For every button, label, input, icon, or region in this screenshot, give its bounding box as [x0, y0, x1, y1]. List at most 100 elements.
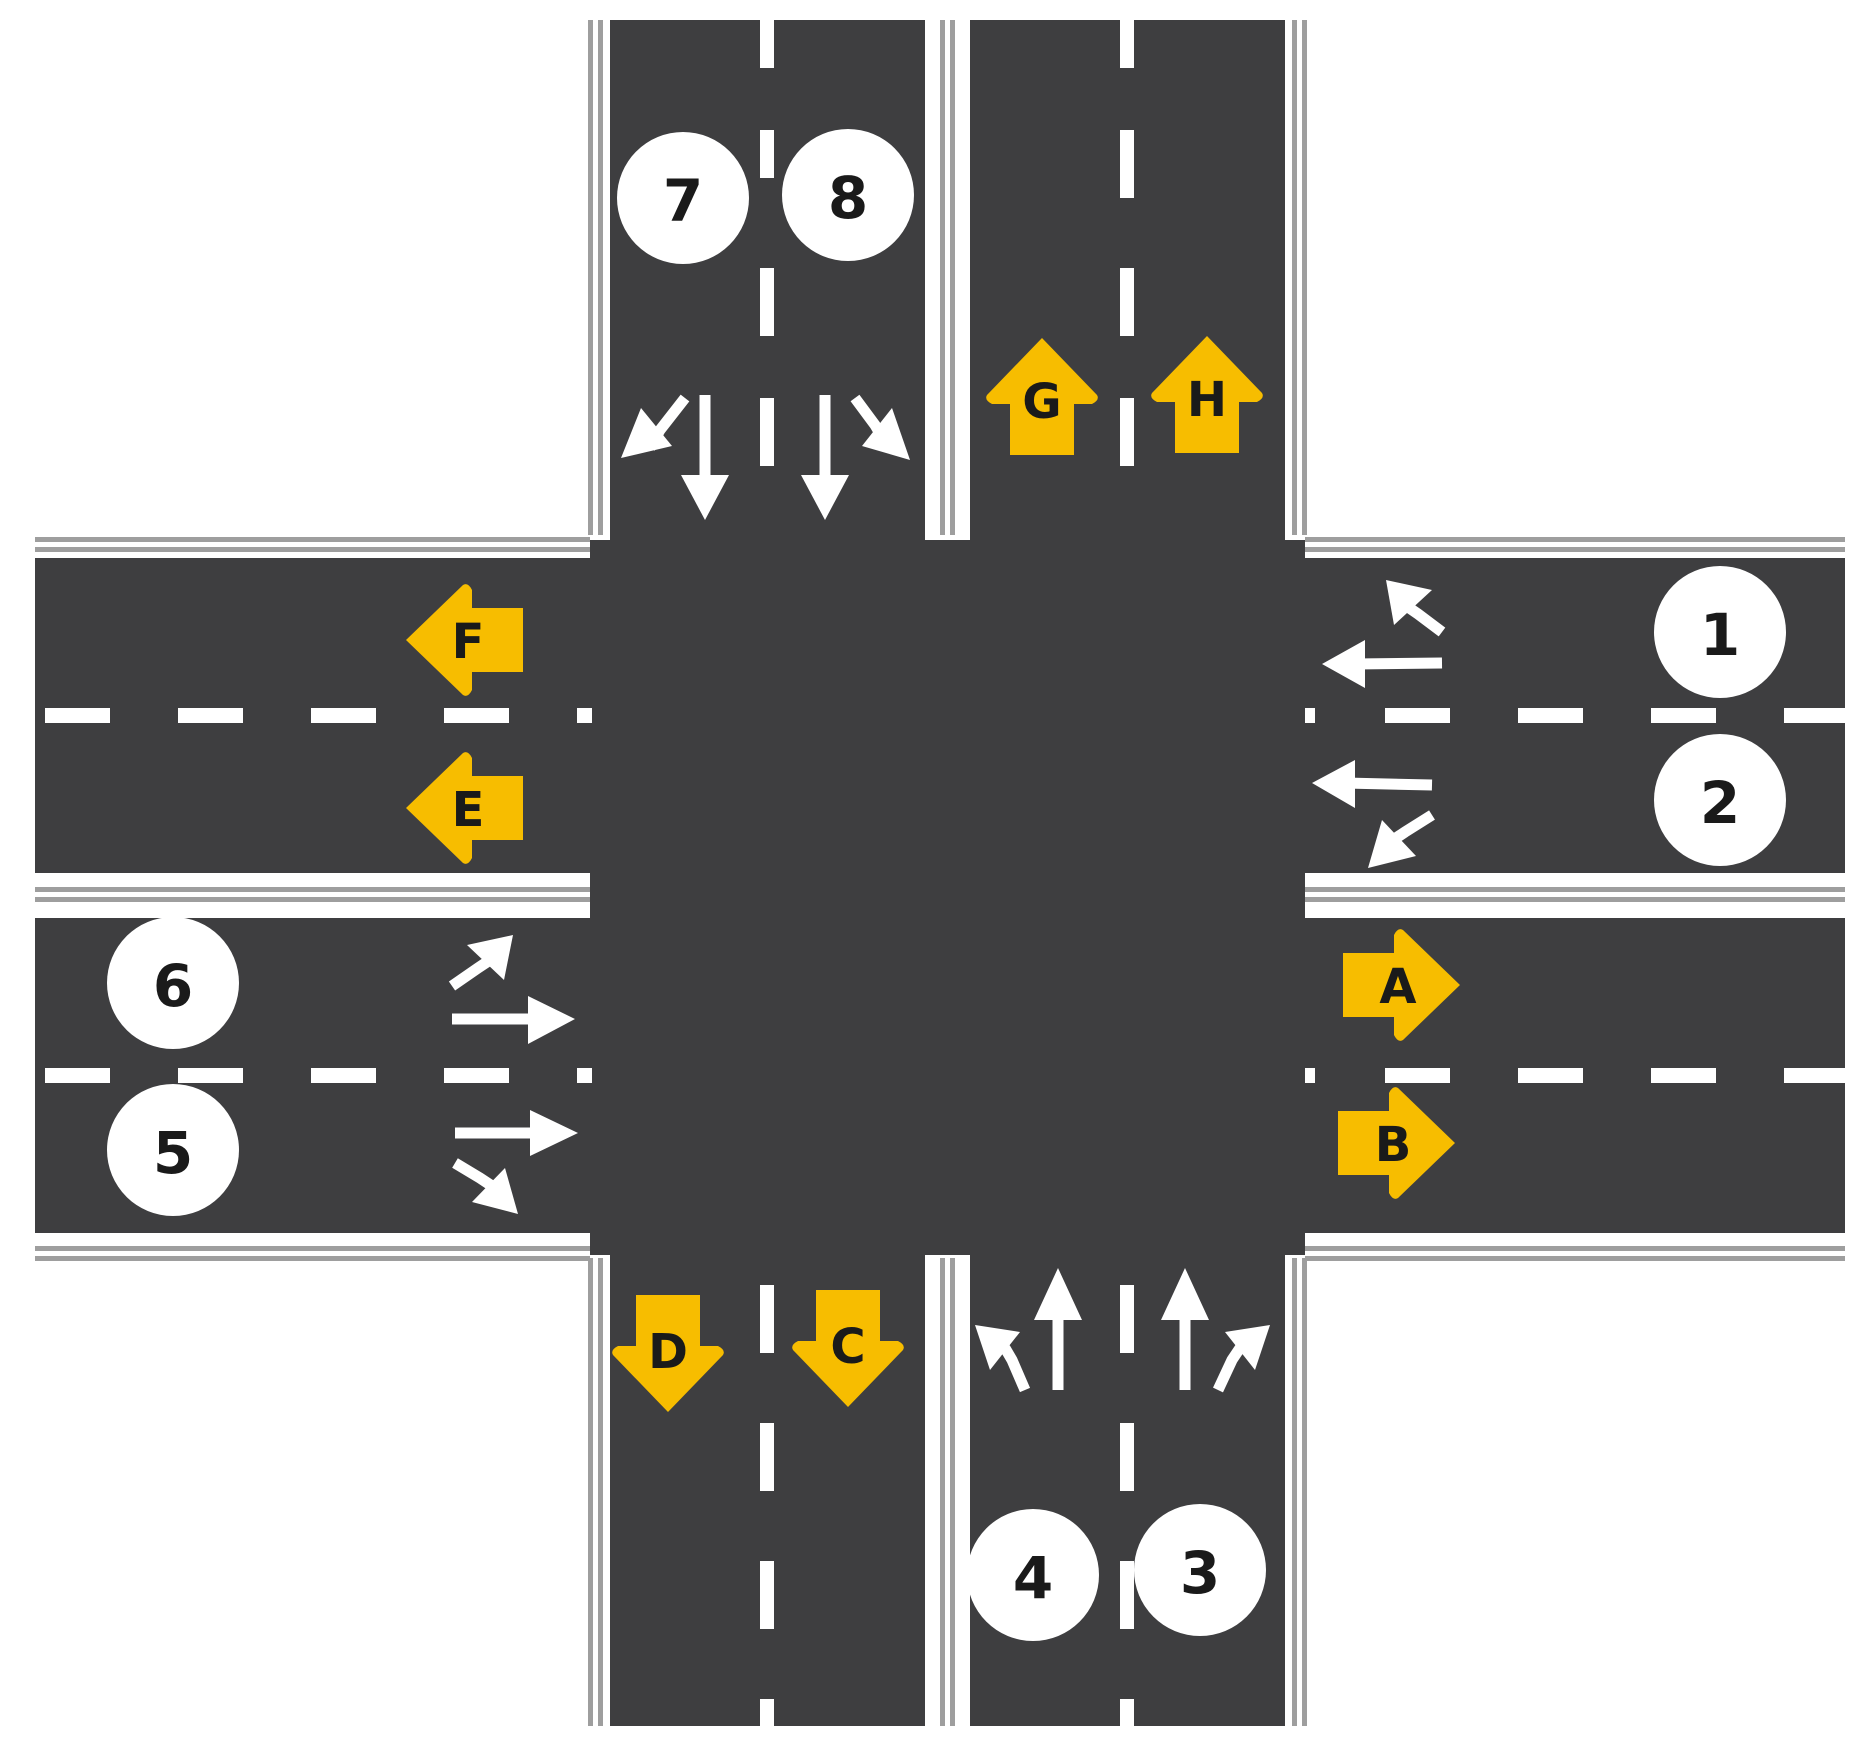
exit-arrow-b: B — [1338, 1087, 1455, 1199]
approach-marker-circle — [1654, 566, 1786, 698]
curb — [1305, 547, 1845, 552]
lane-dash — [760, 20, 774, 68]
lane-dash — [1120, 130, 1134, 198]
lane-dash — [444, 708, 509, 723]
approach-marker-label: 3 — [1180, 1539, 1220, 1607]
exit-arrow-label: C — [830, 1319, 865, 1375]
approach-marker-circle — [967, 1509, 1099, 1641]
west-south-lane-divider — [45, 1068, 592, 1083]
curb — [598, 1258, 603, 1726]
approach-marker-circle — [107, 917, 239, 1049]
curb — [1305, 897, 1845, 902]
curb — [35, 1256, 590, 1261]
approach-markers: 1 2 3 4 5 6 7 8 — [107, 129, 1786, 1641]
approach-marker-2: 2 — [1654, 734, 1786, 866]
lane-dash — [1120, 1423, 1134, 1491]
curb — [35, 537, 590, 542]
east-south-lane-divider — [1305, 1068, 1845, 1083]
west-north-lane-divider — [45, 708, 592, 723]
approach-marker-label: 2 — [1700, 769, 1740, 837]
exit-arrow-shape — [792, 1290, 904, 1407]
lane-3-right-turn-arrow — [1213, 1325, 1270, 1393]
exit-arrow-h: H — [1151, 336, 1263, 453]
approach-marker-label: 7 — [663, 167, 703, 235]
lane-3-through-arrow — [1161, 1268, 1209, 1390]
curb — [1292, 20, 1297, 535]
lane-dash — [1784, 708, 1845, 723]
curb — [1305, 1256, 1845, 1261]
approach-marker-label: 1 — [1700, 601, 1740, 669]
lane-dash — [1784, 1068, 1845, 1083]
lane-dash — [1518, 1068, 1583, 1083]
lane-dash — [760, 1561, 774, 1629]
lane-dash — [178, 1068, 243, 1083]
lane-4-left-turn-arrow — [975, 1325, 1031, 1393]
exit-arrow-shape — [612, 1295, 724, 1412]
exit-arrow-shape — [406, 752, 523, 864]
approach-marker-6: 6 — [107, 917, 239, 1049]
lane-dash — [444, 1068, 509, 1083]
curb — [588, 20, 593, 535]
lane-dash — [760, 1699, 774, 1726]
approach-marker-circle — [1654, 734, 1786, 866]
south-west-lane-divider — [760, 1285, 774, 1726]
lane-8-through-arrow — [801, 395, 849, 520]
lane-dash — [760, 268, 774, 336]
lane-2-right-turn-arrow — [1368, 810, 1435, 868]
lane-1-left-turn-arrow — [1386, 580, 1446, 637]
exit-arrow-label: B — [1375, 1117, 1412, 1173]
lane-6-left-turn-arrow — [448, 935, 513, 991]
lane-7-through-arrow — [681, 395, 729, 520]
exit-arrow-e: E — [406, 752, 523, 864]
lane-dash — [760, 1285, 774, 1353]
curb — [1305, 887, 1845, 892]
curb — [940, 20, 945, 535]
approach-marker-5: 5 — [107, 1084, 239, 1216]
lane-dash — [311, 708, 376, 723]
curb — [950, 20, 955, 535]
approach-marker-circle — [1134, 1504, 1266, 1636]
approach-marker-circle — [617, 132, 749, 264]
curb — [35, 887, 590, 892]
north-west-lane-divider — [760, 20, 774, 466]
exit-arrow-label: H — [1187, 372, 1227, 428]
exit-arrow-g: G — [986, 338, 1098, 455]
approach-marker-8: 8 — [782, 129, 914, 261]
lane-use-arrows — [448, 394, 1446, 1393]
approach-marker-label: 8 — [828, 164, 868, 232]
curb — [1302, 20, 1307, 535]
curb — [588, 1258, 593, 1726]
lane-dash — [311, 1068, 376, 1083]
approach-marker-label: 6 — [153, 952, 193, 1020]
lane-4-through-arrow — [1034, 1268, 1082, 1390]
exit-arrow-shape — [1151, 336, 1263, 453]
approach-marker-7: 7 — [617, 132, 749, 264]
exit-arrow-shape — [406, 584, 523, 696]
exit-arrow-shape — [1343, 929, 1460, 1041]
lane-5-through-arrow — [455, 1110, 578, 1156]
east-north-lane-divider — [1305, 708, 1845, 723]
intersection-box — [590, 540, 1305, 1255]
south-east-lane-divider — [1120, 1285, 1134, 1726]
lane-6-through-arrow — [452, 996, 575, 1044]
lane-dash — [178, 708, 243, 723]
curb — [1292, 1258, 1297, 1726]
lane-dash — [1120, 268, 1134, 336]
exit-arrow-shape — [1338, 1087, 1455, 1199]
lane-dash — [1120, 398, 1134, 466]
exit-arrow-label: F — [452, 614, 485, 670]
approach-marker-4: 4 — [967, 1509, 1099, 1641]
lane-dash — [577, 708, 592, 723]
curb — [35, 547, 590, 552]
approach-marker-1: 1 — [1654, 566, 1786, 698]
lane-dash — [1385, 708, 1450, 723]
lane-dividers — [45, 20, 1845, 1726]
lane-dash — [760, 1423, 774, 1491]
lane-dash — [1518, 708, 1583, 723]
lane-dash — [45, 1068, 110, 1083]
curb — [35, 897, 590, 902]
lane-dash — [1120, 1561, 1134, 1629]
lane-2-through-arrow — [1312, 760, 1433, 808]
